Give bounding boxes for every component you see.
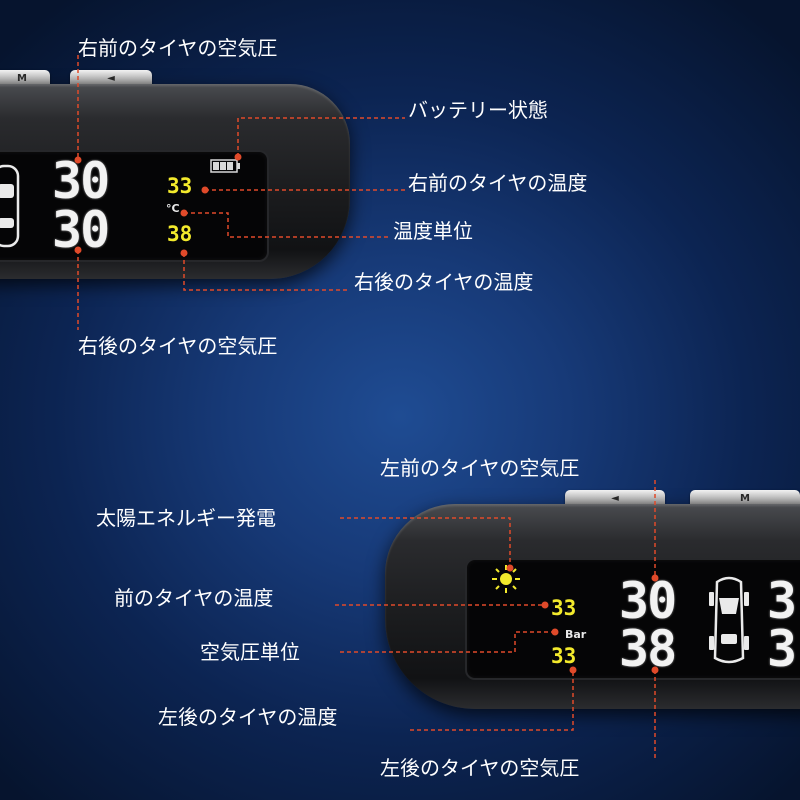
- bottom-tpms-device: ◄ M 33 Bar 33 30 38 3 3: [385, 490, 800, 720]
- bottom-right-pressure-partial: 3: [767, 572, 797, 630]
- top-front-right-pressure-value: 30: [52, 152, 110, 210]
- label-battery: バッテリー状態: [408, 98, 548, 122]
- top-rear-right-temp-value: 38: [167, 222, 193, 246]
- label-front-left-pressure: 左前のタイヤの空気圧: [380, 456, 580, 480]
- label-front-temp: 前のタイヤの温度: [114, 586, 274, 610]
- label-rear-left-temp: 左後のタイヤの温度: [158, 705, 338, 729]
- bottom-right-pressure-partial-2: 3: [767, 620, 797, 678]
- car-top-view-icon: [709, 576, 749, 664]
- bottom-front-left-temp-value: 33: [551, 596, 577, 620]
- label-top-front-right-temp: 右前のタイヤの温度: [408, 171, 588, 195]
- sun-icon: [492, 565, 520, 593]
- top-set-button[interactable]: ◄: [70, 70, 152, 86]
- label-top-rear-right-temp: 右後のタイヤの温度: [354, 270, 534, 294]
- bottom-lcd-screen: 33 Bar 33 30 38 3 3: [465, 558, 800, 680]
- top-temp-unit: °C: [166, 202, 180, 215]
- label-temp-unit: 温度単位: [393, 219, 473, 243]
- label-top-rear-right-pressure: 右後のタイヤの空気圧: [78, 334, 278, 358]
- bottom-pressure-unit: Bar: [565, 628, 587, 641]
- bottom-mode-button[interactable]: M: [690, 490, 800, 506]
- top-mode-button[interactable]: M: [0, 70, 50, 86]
- label-rear-left-pressure: 左後のタイヤの空気圧: [380, 756, 580, 780]
- label-pressure-unit: 空気圧単位: [200, 640, 300, 664]
- bottom-rear-left-temp-value: 33: [551, 644, 577, 668]
- bottom-front-left-pressure-value: 30: [619, 572, 677, 630]
- battery-icon: [210, 159, 240, 173]
- top-front-right-temp-value: 33: [167, 174, 193, 198]
- car-top-view-icon: [0, 164, 20, 248]
- top-rear-right-pressure-value: 30: [52, 201, 110, 259]
- top-lcd-screen: 30 30 33 °C 38: [0, 150, 269, 262]
- bottom-set-button[interactable]: ◄: [565, 490, 665, 506]
- label-top-front-right-pressure: 右前のタイヤの空気圧: [78, 36, 278, 60]
- label-solar: 太陽エネルギー発電: [96, 506, 276, 530]
- bottom-rear-left-pressure-value: 38: [619, 620, 677, 678]
- top-tpms-device: M ◄ 30 30 33 °C 38: [0, 70, 360, 280]
